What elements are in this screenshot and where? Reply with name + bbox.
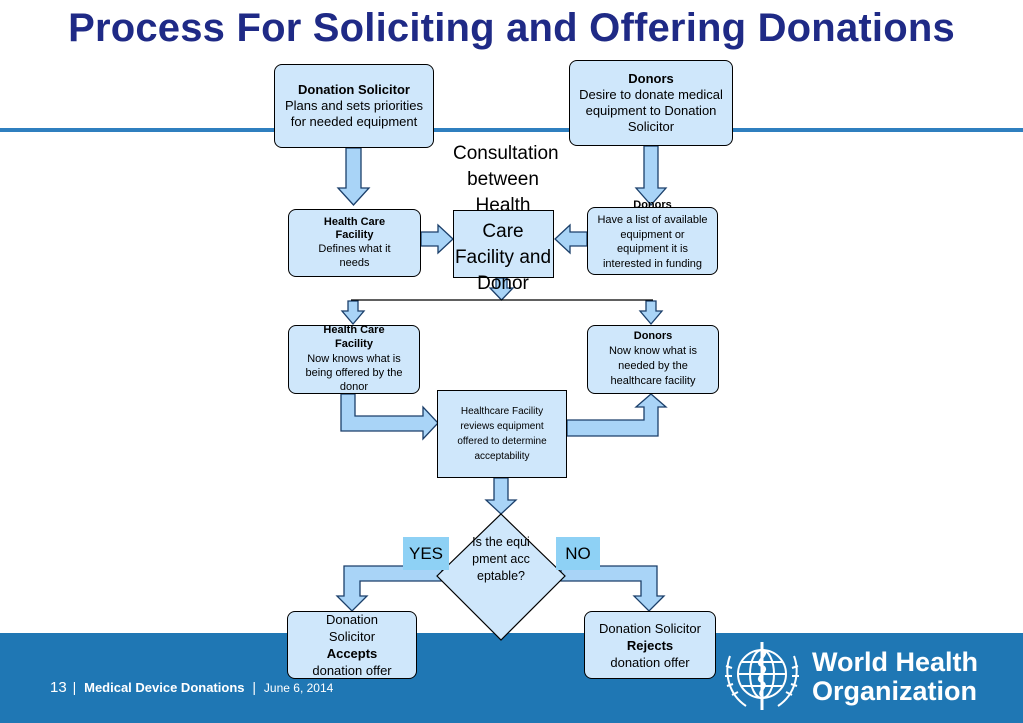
footer-separator: | bbox=[72, 679, 77, 695]
arrow-yes bbox=[335, 565, 443, 612]
page-title: Process For Soliciting and Offering Dona… bbox=[68, 6, 955, 50]
node-donation-solicitor: Donation Solicitor Plans and sets priori… bbox=[274, 64, 434, 148]
node-heading: Health Care Facility bbox=[323, 215, 386, 242]
footer-meta: 13 | Medical Device Donations | June 6, … bbox=[50, 679, 333, 696]
node-hcf-knows: Health Care Facility Now knows what is b… bbox=[288, 324, 420, 394]
node-heading: Donation Solicitor bbox=[298, 81, 410, 97]
node-heading: Health Care Facility bbox=[323, 324, 385, 350]
node-body: Plans and sets priorities for needed equ… bbox=[284, 97, 423, 130]
node-donors-know: Donors Now know what is needed by the he… bbox=[587, 325, 719, 394]
node-rejects: Donation Solicitor Rejects donation offe… bbox=[584, 611, 716, 679]
node-body: Donation Solicitor Rejects bbox=[585, 620, 715, 654]
arrow-hcf-to-review bbox=[340, 393, 439, 441]
org-name-line1: World Health bbox=[812, 647, 979, 677]
node-heading: Donors bbox=[628, 70, 674, 86]
node-body: Donation Solicitor bbox=[325, 612, 379, 644]
arrow-solicitor-to-hcf bbox=[336, 147, 371, 206]
node-heading: Donors bbox=[633, 330, 673, 343]
node-body: Desire to donate medical equipment to Do… bbox=[579, 86, 723, 135]
node-body: Have a list of available equipment or eq… bbox=[597, 213, 708, 271]
footer-date: June 6, 2014 bbox=[263, 681, 334, 695]
org-name: World Health Organization bbox=[812, 648, 978, 706]
org-name-line2: Organization bbox=[812, 676, 978, 706]
arrow-split-left bbox=[340, 300, 366, 326]
footer-section: Medical Device Donations bbox=[84, 680, 245, 695]
node-body: donation offer bbox=[312, 663, 392, 678]
node-heading: Donors bbox=[633, 199, 672, 211]
arrow-donors-to-list bbox=[634, 145, 668, 206]
footer-separator: | bbox=[252, 679, 257, 695]
node-emphasis: Rejects bbox=[626, 637, 674, 653]
arrow-list-to-consult bbox=[554, 223, 588, 255]
arrow-split-right bbox=[638, 300, 664, 326]
node-emphasis: Accepts bbox=[326, 646, 378, 661]
arrow-no bbox=[560, 565, 666, 612]
decision-diamond bbox=[436, 513, 566, 641]
yes-label: YES bbox=[403, 537, 449, 570]
node-body: Now knows what is being offered by the d… bbox=[305, 352, 403, 394]
node-body: donation offer bbox=[610, 654, 690, 670]
header-divider bbox=[0, 128, 1023, 132]
arrow-review-to-donors bbox=[566, 393, 668, 437]
node-body: Now know what is needed by the healthcar… bbox=[608, 345, 698, 387]
arrow-review-to-decision bbox=[484, 477, 518, 515]
node-hcf-defines: Health Care Facility Defines what it nee… bbox=[288, 209, 421, 277]
node-donors-list: Donors Have a list of available equipmen… bbox=[587, 199, 718, 275]
node-accepts: Donation Solicitor Accepts donation offe… bbox=[287, 611, 417, 679]
node-pre: Donation Solicitor bbox=[599, 620, 701, 636]
footer-band bbox=[0, 633, 1023, 723]
page-number: 13 bbox=[50, 679, 67, 696]
node-consultation-box bbox=[453, 210, 554, 278]
arrow-hcf-to-consult bbox=[420, 223, 454, 255]
node-consultation-text: Consultation between Health Care Facilit… bbox=[453, 143, 559, 294]
arrow-consult-down bbox=[488, 277, 515, 301]
node-decision-text: Is the equipment acceptable? bbox=[472, 535, 530, 583]
no-label: NO bbox=[556, 537, 600, 570]
node-donors-top: Donors Desire to donate medical equipmen… bbox=[569, 60, 733, 146]
node-body: Healthcare Facility reviews equipment of… bbox=[457, 406, 547, 462]
node-review: Healthcare Facility reviews equipment of… bbox=[437, 390, 567, 478]
node-body: Defines what it needs bbox=[318, 243, 391, 269]
who-emblem-icon bbox=[725, 642, 799, 710]
